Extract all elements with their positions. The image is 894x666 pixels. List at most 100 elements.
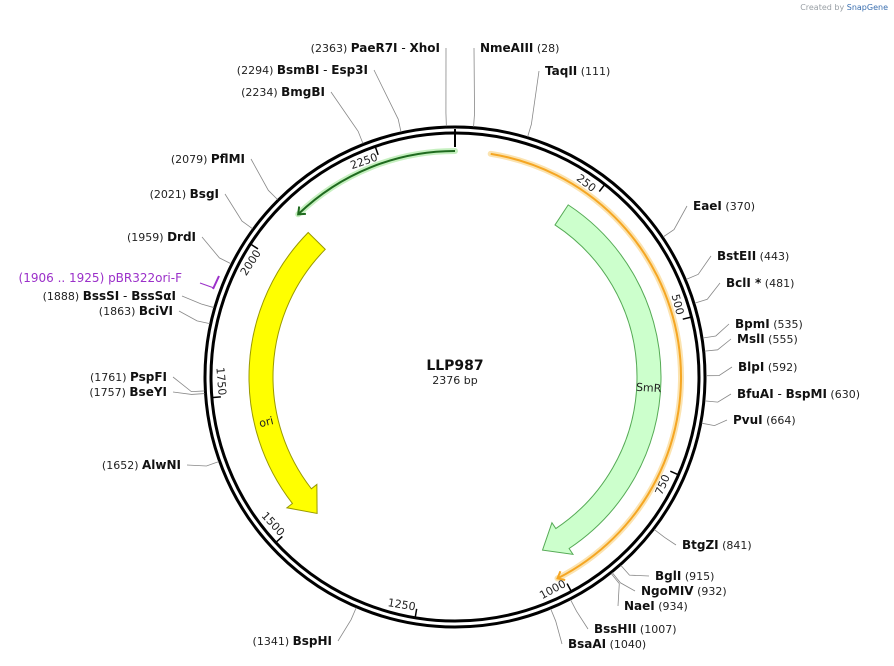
- site-label: (1761) PspFI: [90, 370, 167, 384]
- restriction-site[interactable]: (2021) BsgI: [150, 187, 253, 230]
- enzyme-name: BsmBI: [277, 63, 319, 77]
- restriction-site[interactable]: (2363) PaeR7I - XhoI: [311, 41, 447, 127]
- site-connector: [704, 393, 732, 403]
- enzyme-name: EaeI: [693, 199, 722, 213]
- enzyme-name: PaeR7I: [351, 41, 398, 55]
- site-connector: [473, 47, 475, 127]
- restriction-site[interactable]: (2234) BmgBI: [241, 85, 364, 144]
- primer-range: (1906 .. 1925): [19, 271, 109, 285]
- enzyme-name: NgoMIV: [641, 584, 694, 598]
- site-connector: [663, 205, 688, 238]
- tick-label: 1750: [213, 367, 228, 396]
- restriction-site[interactable]: NgoMIV (932): [611, 572, 727, 598]
- site-position: (555): [765, 333, 798, 346]
- primer-label[interactable]: (1906 .. 1925) pBR322ori-F: [19, 271, 183, 285]
- restriction-site[interactable]: (1761) PspFI: [90, 370, 205, 393]
- enzyme-name: DrdI: [167, 230, 196, 244]
- tick-label: 250: [574, 172, 599, 195]
- site-label: PvuI (664): [733, 413, 796, 427]
- tick-label: 1250: [387, 596, 417, 613]
- site-position: (1761): [90, 371, 130, 384]
- enzyme-name: PvuI: [733, 413, 763, 427]
- plasmid-name: LLP987: [426, 358, 483, 374]
- enzyme-name: BpmI: [735, 317, 770, 331]
- restriction-site[interactable]: (2294) BsmBI - Esp3I: [237, 63, 402, 132]
- thin-feature-arrowhead: [556, 570, 566, 582]
- site-position: (443): [756, 250, 789, 263]
- site-connector: [373, 69, 402, 132]
- snapgene-logo: SnapGene: [847, 3, 888, 12]
- site-connector: [654, 529, 677, 546]
- site-position: (915): [681, 570, 714, 583]
- restriction-site[interactable]: (1652) AlwNI: [102, 458, 219, 472]
- site-connector: [570, 599, 589, 630]
- site-position: (1757): [89, 386, 129, 399]
- credit-prefix: Created by: [800, 3, 845, 12]
- site-connector: [620, 565, 650, 577]
- restriction-site[interactable]: BlpI (592): [705, 360, 797, 377]
- site-label: (1341) BspHI: [253, 634, 332, 648]
- site-label: (1959) DrdI: [127, 230, 196, 244]
- restriction-site[interactable]: (2079) PflMI: [171, 152, 278, 200]
- restriction-site[interactable]: (1863) BciVI: [99, 304, 210, 325]
- site-label: MslI (555): [737, 332, 798, 346]
- restriction-site[interactable]: (1341) BspHI: [253, 607, 357, 648]
- restriction-site[interactable]: (1757) BseYI: [89, 385, 205, 399]
- enzyme-name: Esp3I: [331, 63, 368, 77]
- restriction-site[interactable]: PvuI (664): [701, 413, 796, 427]
- site-label: BssHII (1007): [594, 622, 676, 636]
- enzyme-name: BglI: [655, 569, 681, 583]
- restriction-site[interactable]: MslI (555): [704, 332, 798, 352]
- restriction-site[interactable]: BfuAI - BspMI (630): [704, 387, 860, 403]
- site-name-separator: -: [774, 387, 786, 401]
- site-label: NgoMIV (932): [641, 584, 727, 598]
- restriction-site[interactable]: NaeI (934): [610, 573, 688, 613]
- enzyme-name: BsaAI: [568, 637, 606, 651]
- tick-label: 500: [669, 293, 687, 317]
- site-label: (2363) PaeR7I - XhoI: [311, 41, 440, 55]
- plasmid-backbone: [203, 125, 707, 629]
- site-connector: [250, 158, 278, 200]
- restriction-site[interactable]: BclI * (481): [694, 276, 794, 304]
- site-label: BsaAI (1040): [568, 637, 646, 651]
- tick-mark: [566, 583, 572, 591]
- thin-feature-arc: [297, 150, 456, 215]
- site-label: BclI * (481): [726, 276, 794, 290]
- restriction-site[interactable]: BstEII (443): [686, 249, 789, 280]
- site-position: (841): [719, 539, 752, 552]
- site-label: EaeI (370): [693, 199, 755, 213]
- restriction-site[interactable]: BglI (915): [620, 565, 715, 583]
- enzyme-name: AlwNI: [142, 458, 181, 472]
- site-connector: [337, 607, 357, 642]
- feature-label-smr: SmR: [636, 381, 662, 395]
- site-connector: [172, 376, 205, 393]
- enzyme-name: BmgBI: [281, 85, 325, 99]
- restriction-site[interactable]: NmeAIII (28): [473, 41, 560, 127]
- restriction-site[interactable]: BsaAI (1040): [550, 608, 646, 651]
- site-label: (1652) AlwNI: [102, 458, 181, 472]
- restriction-site[interactable]: BssHII (1007): [570, 599, 677, 636]
- enzyme-name: BseYI: [129, 385, 167, 399]
- primer-connector: [199, 282, 215, 289]
- restriction-site[interactable]: (1888) BssSI - BssSαI: [43, 289, 214, 308]
- restriction-site[interactable]: BtgZI (841): [654, 529, 752, 552]
- restriction-site[interactable]: (1959) DrdI: [127, 230, 232, 265]
- restriction-site[interactable]: EaeI (370): [663, 199, 755, 238]
- site-label: (2021) BsgI: [150, 187, 219, 201]
- enzyme-name: BlpI: [738, 360, 764, 374]
- site-connector: [694, 282, 721, 304]
- site-connector: [172, 391, 205, 395]
- site-name-separator: -: [319, 63, 331, 77]
- restriction-site[interactable]: BpmI (535): [702, 317, 803, 339]
- restriction-site[interactable]: TaqII (111): [527, 64, 611, 137]
- site-label: BpmI (535): [735, 317, 803, 331]
- site-label: NaeI (934): [624, 599, 688, 613]
- site-label: BtgZI (841): [682, 538, 752, 552]
- primer-annotation: (1906 .. 1925) pBR322ori-F: [19, 271, 220, 290]
- site-position: (2021): [150, 188, 190, 201]
- site-connector: [330, 91, 364, 144]
- site-connector: [704, 338, 732, 352]
- enzyme-name: NmeAIII: [480, 41, 533, 55]
- restriction-sites: (2363) PaeR7I - XhoI NmeAIII (28)TaqII (1…: [43, 41, 860, 651]
- enzyme-name: BspMI: [786, 387, 827, 401]
